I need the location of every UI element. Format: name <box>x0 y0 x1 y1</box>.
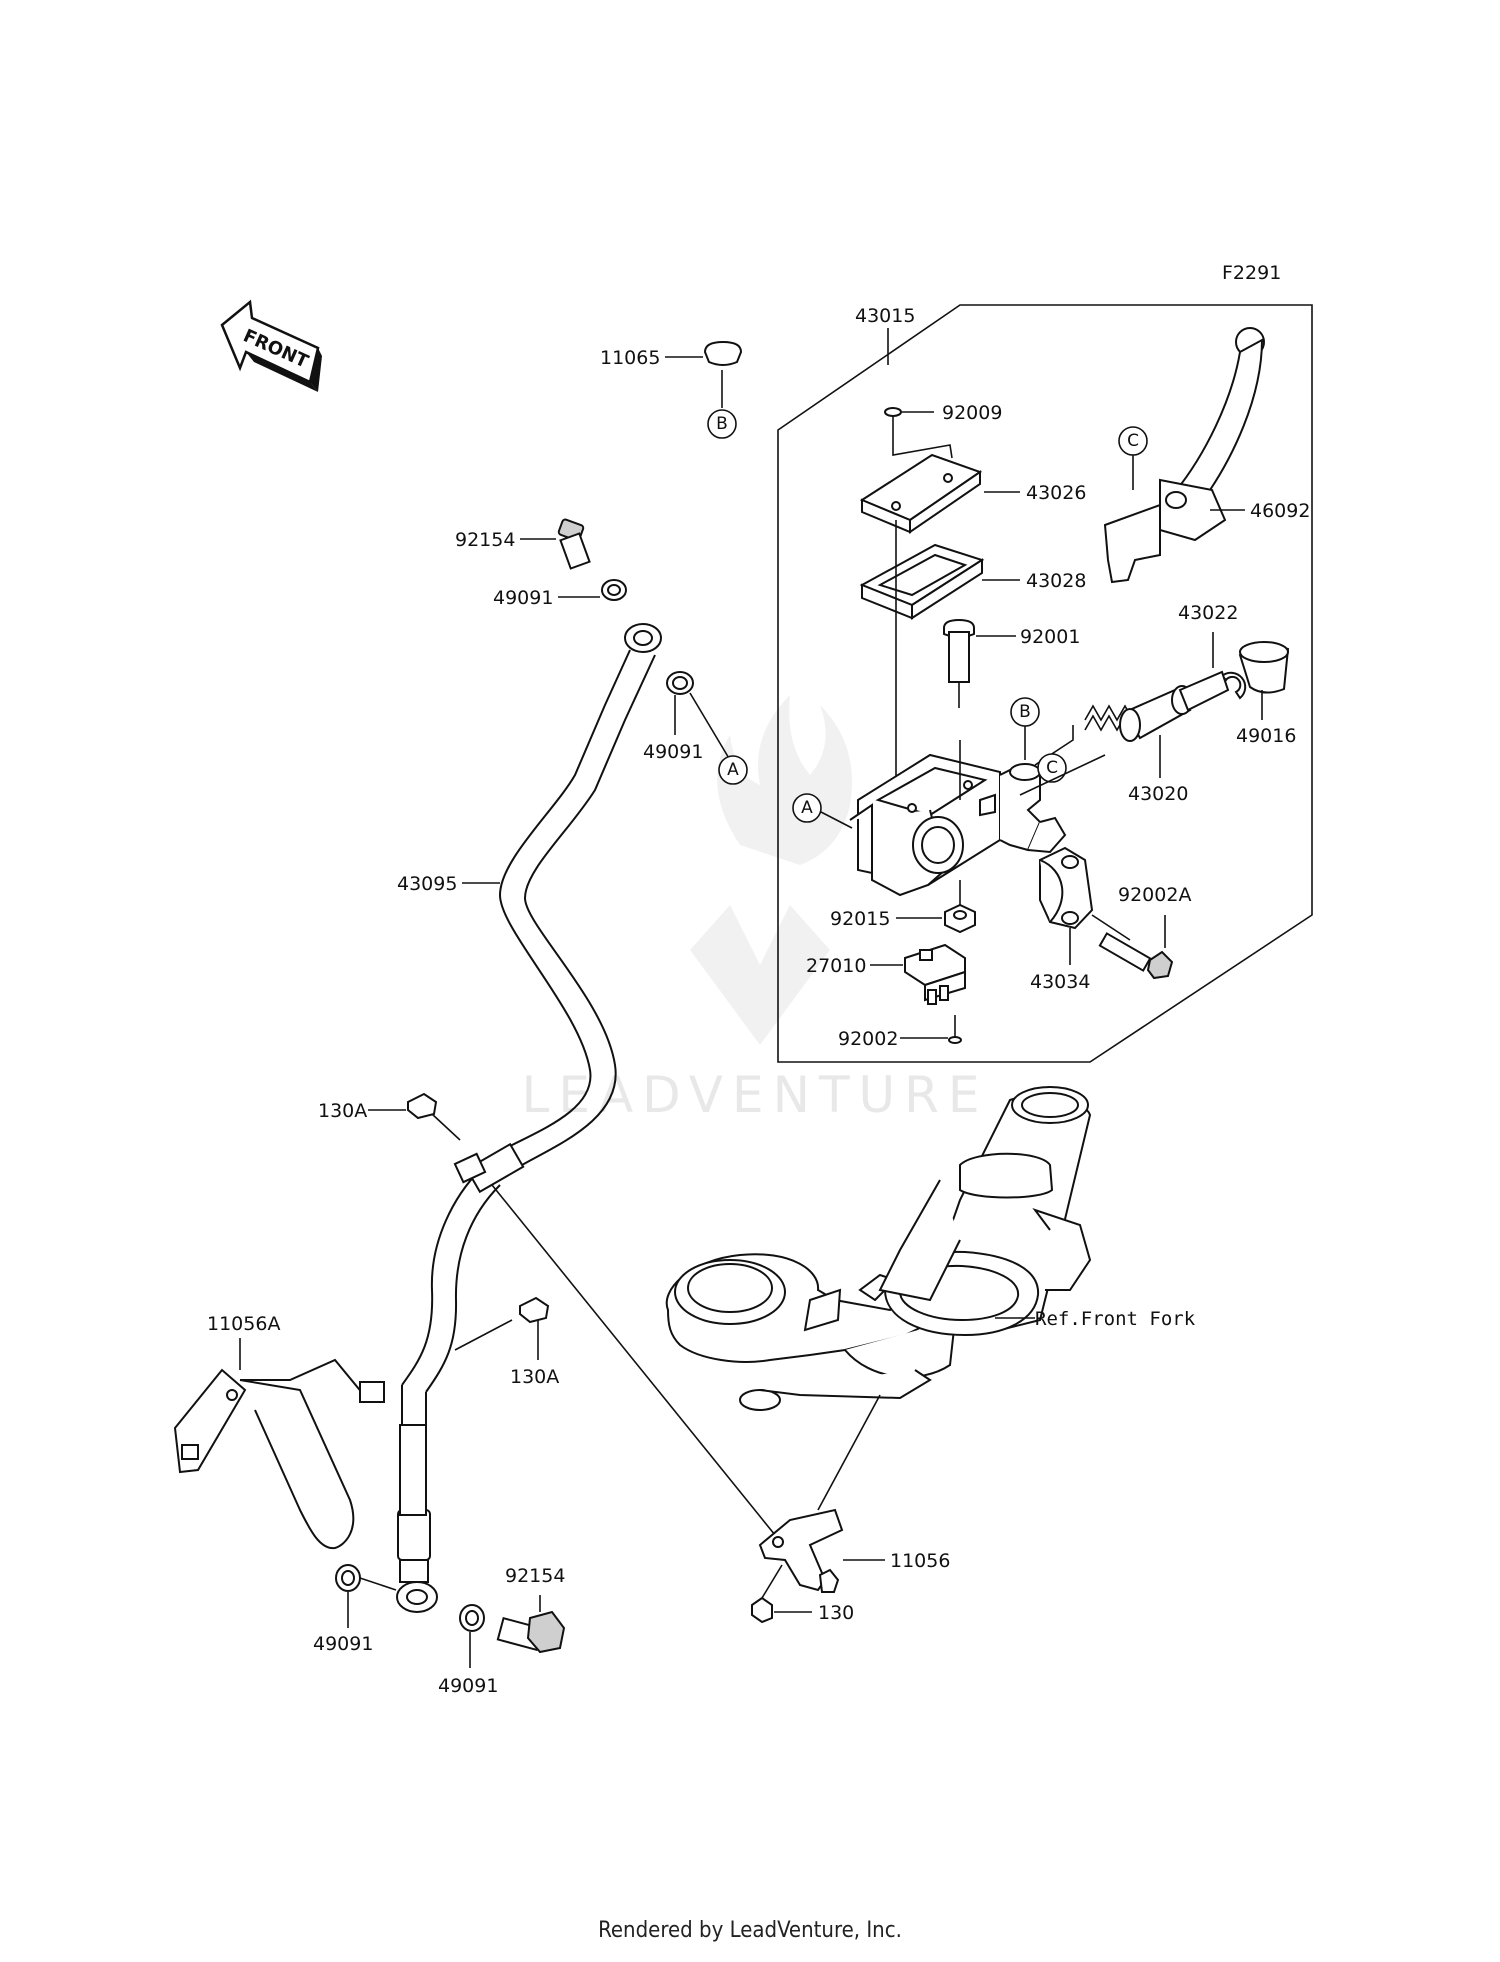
callout-a-hose-text: A <box>727 760 739 780</box>
label-92002: 92002 <box>838 1028 898 1050</box>
callout-a-body-text: A <box>801 798 813 818</box>
watermark-logo <box>690 695 852 1045</box>
assembly-box <box>777 304 1313 1063</box>
footer-credit: Rendered by LeadVenture, Inc. <box>598 1918 902 1943</box>
label-49091-top: 49091 <box>493 587 553 609</box>
banjo-bolt-top <box>557 518 591 570</box>
bolt-130 <box>751 1564 783 1624</box>
ref-front-fork: Ref.Front Fork <box>1035 1308 1196 1330</box>
diagram-code: F2291 <box>1222 262 1281 284</box>
callout-c-lever-text: C <box>1127 431 1139 451</box>
hose-clamp <box>453 1152 487 1184</box>
label-43095: 43095 <box>397 873 457 895</box>
callout-a-hose <box>718 755 748 785</box>
label-130A-mid: 130A <box>510 1366 559 1388</box>
piston-assembly <box>1084 670 1230 742</box>
switch-screw <box>948 1015 962 1044</box>
diaphragm <box>859 543 985 620</box>
label-130A-top: 130A <box>318 1100 367 1122</box>
label-92015: 92015 <box>830 908 890 930</box>
nut-92015 <box>944 903 976 934</box>
label-49016: 49016 <box>1236 725 1296 747</box>
callout-c-body <box>1037 753 1067 783</box>
label-92154-top: 92154 <box>455 529 515 551</box>
callout-a-body <box>792 793 822 823</box>
callout-b-top-text: B <box>716 414 728 434</box>
label-92154-bot: 92154 <box>505 1565 565 1587</box>
master-cylinder-body <box>849 753 1067 897</box>
watermark-text: LEADVENTURE <box>522 1066 989 1124</box>
clamp-bolt <box>1098 932 1174 980</box>
pivot-bolt <box>943 618 975 708</box>
label-130: 130 <box>818 1602 854 1624</box>
label-92002A: 92002A <box>1118 884 1191 906</box>
clamp-holder <box>1039 846 1094 930</box>
front-arrow-icon: FRONT <box>220 299 322 392</box>
label-43034: 43034 <box>1030 971 1090 993</box>
label-27010: 27010 <box>806 955 866 977</box>
label-43026: 43026 <box>1026 482 1086 504</box>
label-49091-bl: 49091 <box>313 1633 373 1655</box>
brake-switch <box>904 943 966 1005</box>
callout-c-lever <box>1118 426 1148 456</box>
brake-lever <box>1103 327 1265 584</box>
bolt-130a-mid <box>519 1296 550 1324</box>
circlip <box>1220 671 1247 700</box>
label-92001: 92001 <box>1020 626 1080 648</box>
label-43015: 43015 <box>855 305 915 327</box>
label-43022: 43022 <box>1178 602 1238 624</box>
brake-hose <box>396 649 656 1613</box>
bracket-11056a <box>173 1358 385 1550</box>
label-49091-br: 49091 <box>438 1675 498 1697</box>
callout-b-top <box>707 409 737 439</box>
banjo-fitting-top <box>624 623 662 653</box>
screw-92009 <box>884 407 902 440</box>
label-11056: 11056 <box>890 1550 950 1572</box>
bolt-130a-top <box>407 1092 461 1141</box>
reservoir-cap <box>859 453 983 534</box>
callout-c-body-text: C <box>1046 758 1058 778</box>
label-43028: 43028 <box>1026 570 1086 592</box>
bracket-11056 <box>758 1508 844 1593</box>
label-49091-mid: 49091 <box>643 741 703 763</box>
label-92009: 92009 <box>942 402 1002 424</box>
banjo-bolt-bottom <box>496 1610 566 1654</box>
label-11056A: 11056A <box>207 1313 280 1335</box>
rubber-cap <box>703 340 743 408</box>
label-43020: 43020 <box>1128 783 1188 805</box>
steering-stem <box>878 1086 1092 1337</box>
triple-clamp <box>665 1253 956 1411</box>
label-46092: 46092 <box>1250 500 1310 522</box>
label-11065: 11065 <box>600 347 660 369</box>
callout-b-body-text: B <box>1019 702 1031 722</box>
callout-b-body <box>1010 697 1040 727</box>
dust-boot <box>1238 641 1290 694</box>
